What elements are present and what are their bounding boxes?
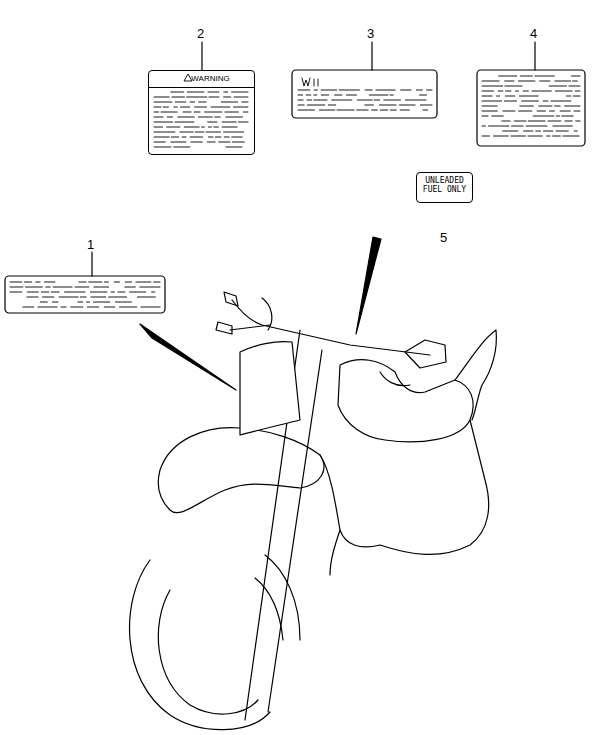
pointer-wedge bbox=[356, 237, 381, 334]
fuel-tank bbox=[338, 360, 473, 442]
label-sheet bbox=[292, 70, 437, 118]
front-wheel bbox=[130, 555, 300, 730]
label-scribble bbox=[302, 78, 318, 86]
leader-line bbox=[371, 42, 372, 70]
handlebar bbox=[230, 298, 430, 355]
callout-number: 3 bbox=[367, 27, 374, 40]
label-sheet bbox=[5, 276, 165, 313]
rear-fender bbox=[455, 330, 496, 420]
leader-line bbox=[91, 252, 92, 276]
number-plate bbox=[240, 342, 300, 435]
callout-number: 5 bbox=[440, 231, 447, 244]
wheel-rim bbox=[158, 578, 283, 714]
tank-line bbox=[380, 372, 410, 386]
callout-number: 2 bbox=[197, 27, 204, 40]
text-dashes bbox=[10, 76, 580, 307]
fuel-label: UNLEADED FUEL ONLY bbox=[416, 172, 473, 203]
warning-label: WARNING bbox=[148, 70, 255, 155]
callout-number: 4 bbox=[530, 27, 537, 40]
leader-line bbox=[201, 42, 202, 70]
engine-line bbox=[330, 530, 340, 575]
pointer-wedge bbox=[140, 324, 236, 390]
engine bbox=[320, 420, 489, 554]
header-rule bbox=[149, 87, 254, 88]
leader-line bbox=[534, 42, 535, 70]
label-sheet bbox=[477, 70, 585, 146]
label-heading: WARNING bbox=[149, 71, 254, 86]
label-text: UNLEADED FUEL ONLY bbox=[419, 173, 471, 197]
callout-number: 1 bbox=[87, 238, 94, 251]
handlebar-pad bbox=[405, 340, 446, 368]
hand-grip bbox=[216, 292, 238, 334]
